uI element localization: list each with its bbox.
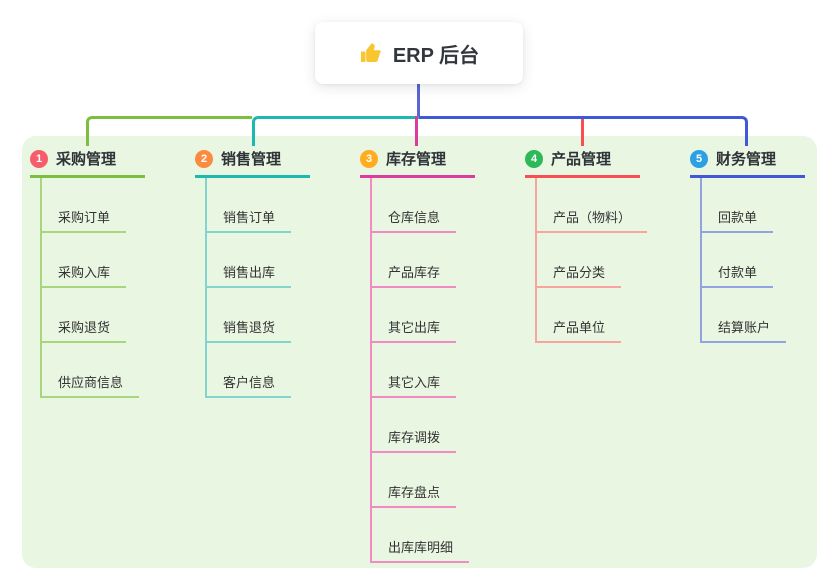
root-title: ERP 后台 [392,44,480,67]
branch-title: 采购管理 [56,151,117,168]
child-node[interactable]: 客户信息 [205,343,292,398]
branch-number-badge: 2 [195,149,213,168]
child-node[interactable]: 库存盘点 [370,453,457,508]
child-node[interactable]: 采购订单 [40,178,127,233]
child-node[interactable]: 产品（物料） [535,178,648,233]
branch-title: 财务管理 [716,151,777,168]
branch-header-2[interactable]: 2 销售管理 [195,148,310,178]
child-node[interactable]: 产品分类 [535,233,622,288]
branches-background-panel [22,136,817,568]
branch-header-5[interactable]: 5 财务管理 [690,148,805,178]
child-node[interactable]: 销售订单 [205,178,292,233]
child-node[interactable]: 结算账户 [700,288,787,343]
branch-title: 产品管理 [551,151,612,168]
child-node[interactable]: 仓库信息 [370,178,457,233]
branch-children: 销售订单销售出库销售退货客户信息 [205,178,310,398]
child-node[interactable]: 产品库存 [370,233,457,288]
connector-branch-5 [419,116,748,146]
connector-branch-4 [581,119,584,146]
child-node[interactable]: 库存调拨 [370,398,457,453]
branch-header-3[interactable]: 3 库存管理 [360,148,475,178]
branch-number-badge: 4 [525,149,543,168]
child-node[interactable]: 其它出库 [370,288,457,343]
child-node[interactable]: 销售出库 [205,233,292,288]
connector-branch-1 [86,116,252,146]
child-node[interactable]: 回款单 [700,178,774,233]
child-node[interactable]: 产品单位 [535,288,622,343]
branch-children: 仓库信息产品库存其它出库其它入库库存调拨库存盘点出库库明细 [370,178,475,563]
child-node[interactable]: 供应商信息 [40,343,140,398]
child-node[interactable]: 销售退货 [205,288,292,343]
branch-column-4: 4 产品管理 产品（物料）产品分类产品单位 [525,148,648,343]
branch-number-badge: 1 [30,149,48,168]
branch-column-5: 5 财务管理 回款单付款单结算账户 [690,148,805,343]
branch-title: 销售管理 [221,151,282,168]
connector-branch-2 [252,116,419,146]
branch-column-1: 1 采购管理 采购订单采购入库采购退货供应商信息 [30,148,145,398]
branch-children: 回款单付款单结算账户 [700,178,805,343]
child-node[interactable]: 付款单 [700,233,774,288]
branch-column-2: 2 销售管理 销售订单销售出库销售退货客户信息 [195,148,310,398]
branch-children: 采购订单采购入库采购退货供应商信息 [40,178,145,398]
branch-children: 产品（物料）产品分类产品单位 [535,178,648,343]
child-node[interactable]: 出库库明细 [370,508,470,563]
branch-header-4[interactable]: 4 产品管理 [525,148,640,178]
branch-column-3: 3 库存管理 仓库信息产品库存其它出库其它入库库存调拨库存盘点出库库明细 [360,148,475,563]
branch-header-1[interactable]: 1 采购管理 [30,148,145,178]
child-node[interactable]: 其它入库 [370,343,457,398]
branch-number-badge: 5 [690,149,708,168]
branch-number-badge: 3 [360,149,378,168]
branch-title: 库存管理 [386,151,447,168]
connector-root-line [417,84,420,117]
child-node[interactable]: 采购入库 [40,233,127,288]
thumbs-up-icon [359,41,383,65]
child-node[interactable]: 采购退货 [40,288,127,343]
root-node[interactable]: ERP 后台 [315,22,523,84]
connector-branch-3 [415,116,418,146]
